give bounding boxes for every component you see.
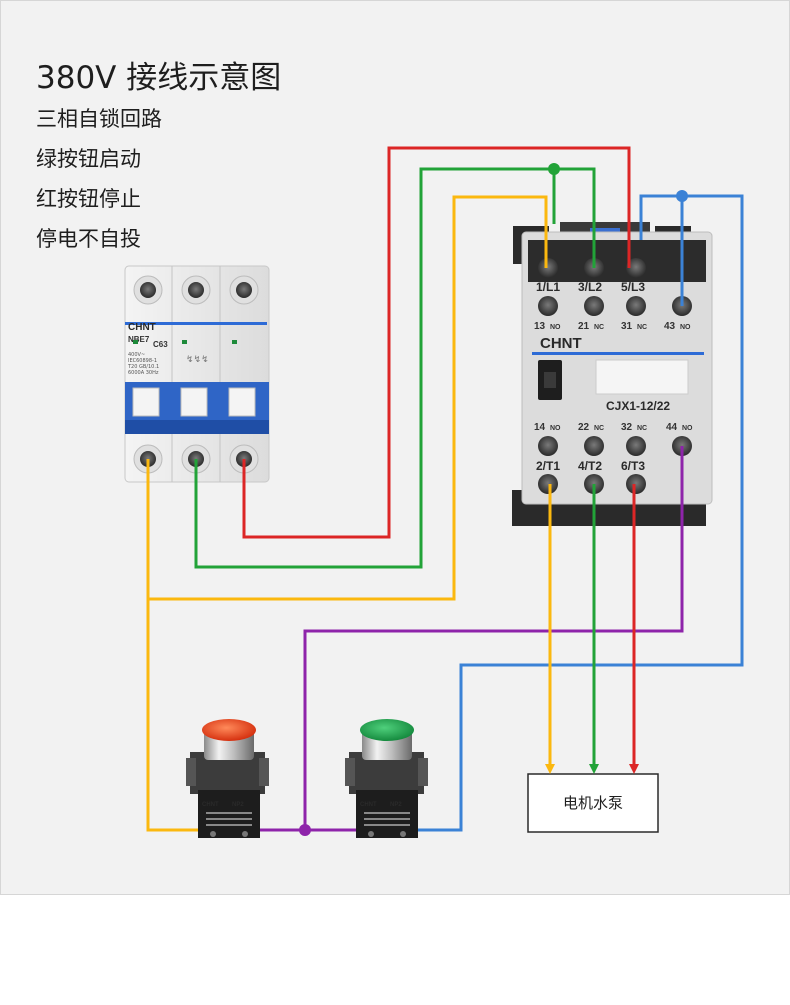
terminal-2-T1: 2/T1 [536,459,560,473]
subtitle-line-4: 停电不自投 [36,227,141,251]
terminal-5-L3: 5/L3 [621,280,645,294]
start-button-cap [360,719,414,741]
circuit-breaker: CHNT NBE7 C63 400V~ IEC60898-1 T20 GB/10… [124,265,270,483]
terminal-6-T3: 6/T3 [621,459,645,473]
subtitle-line-3: 红按钮停止 [36,187,141,211]
wire-yellow-feed [148,195,548,601]
junction-blue [676,190,688,202]
arrow-yellow [545,764,555,774]
arrow-green [589,764,599,774]
stop-button: CHNT NP2 [186,719,269,838]
svg-text:↯↯↯: ↯↯↯ [186,355,209,365]
wire-red-l3 [242,146,631,539]
start-button-model: NP2 [390,802,402,808]
breaker-rating: C63 [153,340,168,349]
aux-43-number: 43 [664,321,676,332]
junction-purple [299,824,311,836]
wire-yellow-l1 [146,459,198,832]
breaker-spec-1: 400V~ [128,352,145,358]
terminal-3-L2: 3/L2 [578,280,602,294]
arrow-red [629,764,639,774]
aux-22-number: 22 [578,422,590,433]
aux-31-number: 31 [621,321,633,332]
pump-label: 电机水泵 [563,794,623,812]
aux-43-type: NO [680,324,691,331]
breaker-spec-3: T20 GB/10.1 [127,364,159,370]
junction-green [548,163,560,175]
breaker-spec-4: 6000A 30Hz [128,370,159,376]
aux-44-number: 44 [666,422,678,433]
stop-button-model: NP2 [232,802,244,808]
subtitle-line-1: 三相自锁回路 [36,107,162,131]
stop-button-brand: CHNT [202,802,219,808]
contactor-brand: CHNT [540,335,582,352]
subtitle-line-2: 绿按钮启动 [36,147,141,171]
aux-13-type: NO [550,324,561,331]
wire-green-l2 [194,167,596,569]
aux-22-type: NC [594,425,604,432]
aux-44-type: NO [682,425,693,432]
wire-blue [418,194,744,832]
breaker-indicator [133,340,138,344]
motor-pump: 电机水泵 [527,773,659,833]
contactor-model: CJX1-12/22 [606,399,670,413]
aux-32-number: 32 [621,422,633,433]
breaker-spec-2: IEC60898-1 [128,358,157,364]
aux-32-type: NC [637,425,647,432]
aux-14-type: NO [550,425,561,432]
aux-14-number: 14 [534,422,546,433]
terminal-4-T2: 4/T2 [578,459,602,473]
aux-21-number: 21 [578,321,590,332]
start-button-brand: CHNT [360,802,377,808]
terminal-1-L1: 1/L1 [536,280,560,294]
stop-button-cap [202,719,256,741]
start-button: CHNT NP2 [345,719,428,838]
aux-13-number: 13 [534,321,546,332]
wire-purple-aux44 [303,446,684,830]
breaker-model: NBE7 [128,335,150,344]
breaker-brand: CHNT [128,322,156,333]
aux-21-type: NC [594,324,604,331]
contactor: 1/L1 3/L2 5/L3 13 NO 21 NC 31 NC 43 NO C… [512,222,713,526]
page-title: 380V 接线示意图 [36,60,282,96]
aux-31-type: NC [637,324,647,331]
